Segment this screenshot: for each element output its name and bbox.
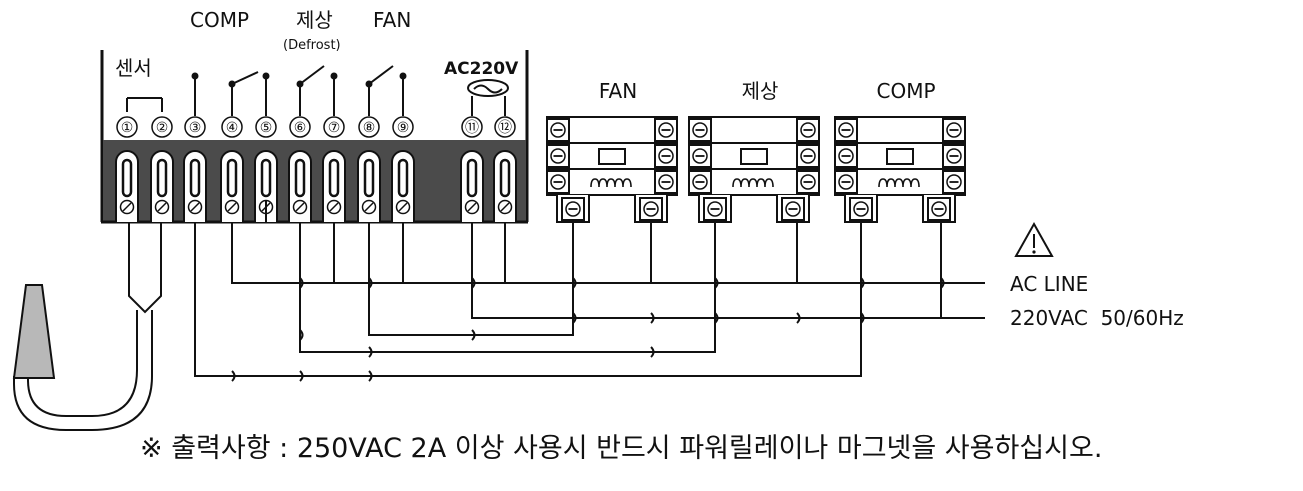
controller-defrost-label: 제상	[296, 8, 333, 32]
sensor-cable-loop	[13, 310, 153, 431]
sensor-probe	[12, 284, 56, 379]
terminal: ⑧	[357, 116, 381, 222]
controller-sensor-label: 센서	[115, 56, 152, 80]
contactor: 제상	[688, 79, 820, 223]
controller-ac-power-label: AC220V	[444, 59, 519, 79]
terminal: ④	[220, 116, 244, 222]
output-caution-note: ※ 출력사항 : 250VAC 2A 이상 사용시 반드시 파워릴레이나 마그넷…	[140, 433, 1103, 464]
terminal-number: ④	[226, 120, 239, 136]
terminal-number: ⑤	[260, 120, 273, 136]
wiring	[194, 200, 985, 382]
terminal: ⑦	[322, 116, 346, 222]
contactor: COMP	[834, 79, 966, 223]
terminal: ⑤	[254, 116, 278, 222]
terminal-number: ⑥	[294, 120, 307, 136]
contactor-label: COMP	[876, 79, 935, 103]
terminal: ③	[183, 116, 207, 222]
terminal-number: ⑨	[397, 120, 410, 136]
terminal-number: ③	[189, 120, 202, 136]
terminal: ⑥	[288, 116, 312, 222]
terminal: ⑨	[391, 116, 415, 222]
terminal-number: ⑧	[363, 120, 376, 136]
terminal-block: ① ② ③ ④ ⑤ ⑥ ⑦ ⑧ ⑨ ⑪ ⑫	[115, 116, 517, 222]
contactor-label: FAN	[599, 79, 637, 103]
terminal-number: ⑦	[328, 120, 341, 136]
contactor-group: FAN 제상 COMP	[546, 79, 966, 223]
controller-defrost-sub-label: (Defrost)	[283, 38, 341, 53]
controller-fan-label: FAN	[373, 8, 411, 32]
relay-symbols	[126, 65, 509, 116]
terminal: ⑪	[460, 116, 484, 222]
terminal-number: ⑪	[465, 120, 479, 136]
terminal: ⑫	[493, 116, 517, 222]
terminal-number: ②	[156, 120, 169, 136]
supply-voltage-label: 220VAC 50/60Hz	[1010, 306, 1184, 330]
controller-comp-label: COMP	[190, 8, 249, 32]
warning-icon	[1014, 221, 1054, 257]
terminal: ②	[150, 116, 174, 222]
terminal: ①	[115, 116, 139, 222]
contactor: FAN	[546, 79, 678, 223]
sensor-cable	[128, 222, 162, 314]
terminal-number: ⑫	[498, 120, 512, 136]
supply-ac-line-label: AC LINE	[1010, 272, 1088, 296]
contactor-label: 제상	[742, 79, 779, 103]
temperature-sensor	[12, 222, 162, 431]
terminal-number: ①	[121, 120, 134, 136]
